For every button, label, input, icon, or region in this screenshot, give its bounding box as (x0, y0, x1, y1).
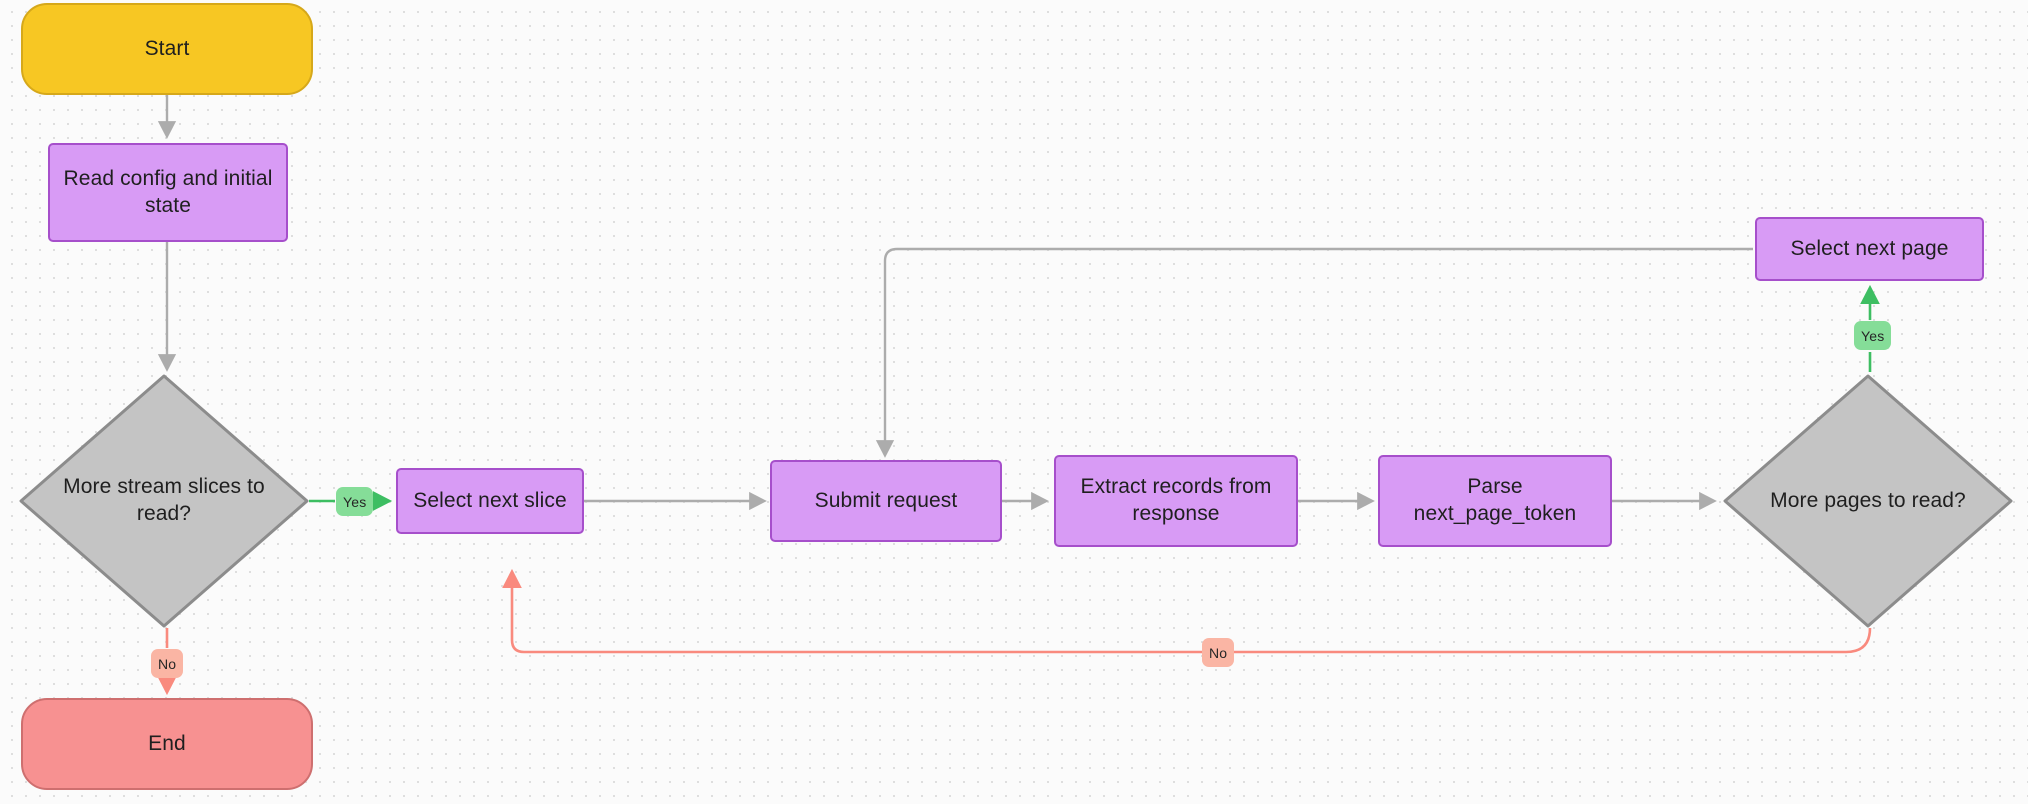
node-more-stream-slices[interactable]: More stream slices to read? (18, 373, 310, 629)
node-start[interactable]: Start (21, 3, 313, 95)
edge-label-text: No (158, 655, 177, 672)
edge-more-pages-no-to-select-slice-loop (502, 568, 1872, 654)
edge-label-text: Yes (1861, 327, 1885, 344)
edge-select-page-to-submit-loop (875, 247, 1753, 458)
node-submit-request-label: Submit request (814, 488, 958, 512)
diamond-shape-icon (1723, 374, 2013, 628)
node-extract-records[interactable]: Extract records from response (1054, 455, 1298, 547)
edge-label-more-pages-no[interactable]: No (1202, 638, 1235, 667)
node-end-label: End (148, 731, 186, 755)
node-select-next-slice[interactable]: Select next slice (396, 468, 584, 534)
node-select-next-slice-label: Select next slice (413, 488, 567, 512)
node-parse-next-page-token[interactable]: Parse next_page_token (1378, 455, 1612, 547)
node-more-pages[interactable]: More pages to read? (1722, 373, 2014, 629)
node-more-pages-label: More pages to read? (1770, 488, 1966, 512)
node-select-next-page-label: Select next page (1790, 236, 1949, 260)
node-read-config[interactable]: Read config and initial state (48, 143, 288, 242)
node-select-next-page[interactable]: Select next page (1755, 217, 1984, 281)
edge-label-more-slices-yes[interactable]: Yes (336, 487, 374, 516)
node-end[interactable]: End (21, 698, 313, 790)
edge-label-more-pages-yes[interactable]: Yes (1854, 321, 1892, 350)
edge-label-text: No (1209, 644, 1228, 661)
node-read-config-label: Read config and initial state (63, 166, 273, 217)
node-more-stream-slices-label: More stream slices to read? (63, 475, 265, 525)
node-submit-request[interactable]: Submit request (770, 460, 1002, 542)
diamond-shape-icon (19, 374, 309, 628)
node-start-label: Start (144, 36, 190, 60)
edge-label-text: Yes (343, 493, 367, 510)
node-extract-records-label: Extract records from response (1080, 475, 1272, 525)
node-parse-next-page-token-label: Parse next_page_token (1413, 475, 1577, 525)
edge-label-more-slices-no[interactable]: No (151, 649, 184, 678)
